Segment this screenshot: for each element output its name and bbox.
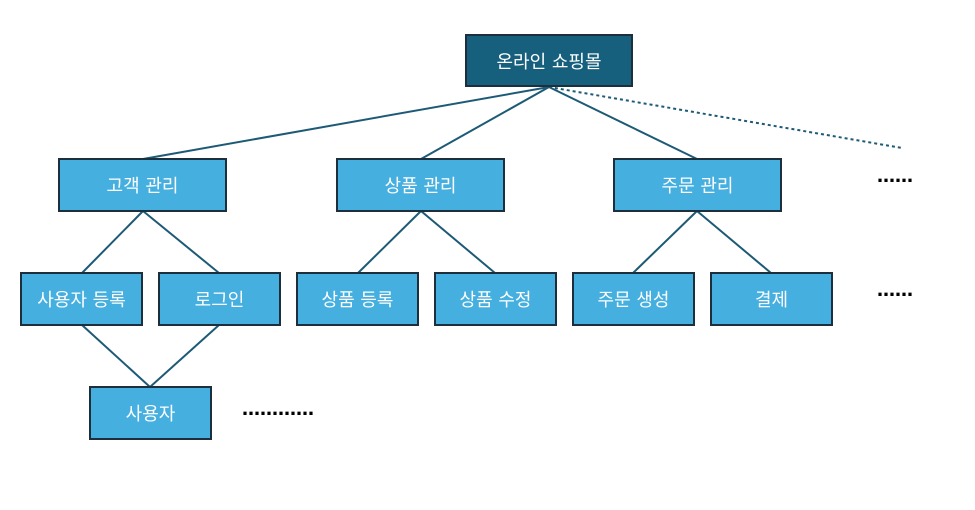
feature-node-label: 주문 생성 [597,290,670,311]
connector-product-register [357,210,422,274]
connector-root-order [548,86,698,160]
root-node-label: 온라인 쇼핑몰 [496,51,602,73]
feature-node-login: 로그인 [158,272,281,326]
category-node-label: 주문 관리 [661,176,734,197]
connector-customer-login [142,210,220,274]
category-node-label: 고객 관리 [106,176,179,197]
connector-root-more [548,86,903,149]
more-features-ellipsis: …… [877,280,913,301]
feature-node-user-register: 사용자 등록 [20,272,143,326]
feature-node-product-register: 상품 등록 [296,272,419,326]
sub-feature-node-label: 사용자 [125,404,176,425]
category-node-label: 상품 관리 [384,176,457,197]
more-categories-ellipsis: …… [877,166,913,187]
category-node-order: 주문 관리 [613,158,782,212]
category-node-customer: 고객 관리 [58,158,227,212]
sub-feature-node-user: 사용자 [89,386,212,440]
feature-node-payment: 결제 [710,272,833,326]
root-node: 온라인 쇼핑몰 [465,34,633,87]
feature-node-label: 사용자 등록 [37,290,126,311]
feature-node-label: 상품 등록 [321,290,394,311]
connector-order-payment [696,210,772,274]
connector-root-customer [142,86,550,160]
feature-node-order-create: 주문 생성 [572,272,695,326]
connector-order-create [632,210,698,274]
feature-node-label: 로그인 [194,290,245,311]
connector-login-user [149,324,220,388]
feature-node-label: 결제 [754,290,789,311]
feature-node-label: 상품 수정 [459,290,532,311]
connector-register-user [81,324,151,388]
connector-product-edit [420,210,496,274]
feature-node-product-edit: 상품 수정 [434,272,557,326]
connector-root-product [420,86,550,160]
more-sub-ellipsis: ………… [242,399,314,420]
connector-customer-register [81,210,144,274]
category-node-product: 상품 관리 [336,158,505,212]
